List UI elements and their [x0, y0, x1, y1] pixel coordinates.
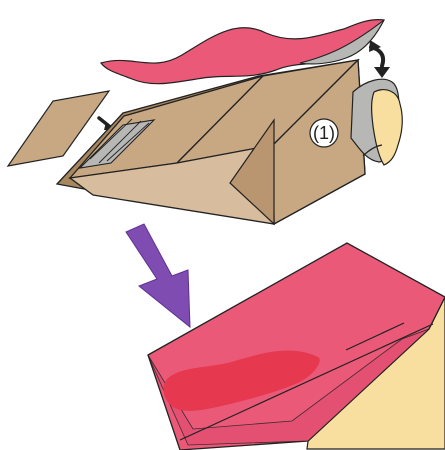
curved-arrow-icon [369, 40, 390, 78]
step-label: (1) [310, 119, 338, 147]
big-arrow-icon [126, 224, 190, 327]
cardboard-box: (1) [57, 60, 365, 224]
svg-text:(1): (1) [313, 123, 335, 143]
wrapped-wedge [148, 243, 445, 450]
